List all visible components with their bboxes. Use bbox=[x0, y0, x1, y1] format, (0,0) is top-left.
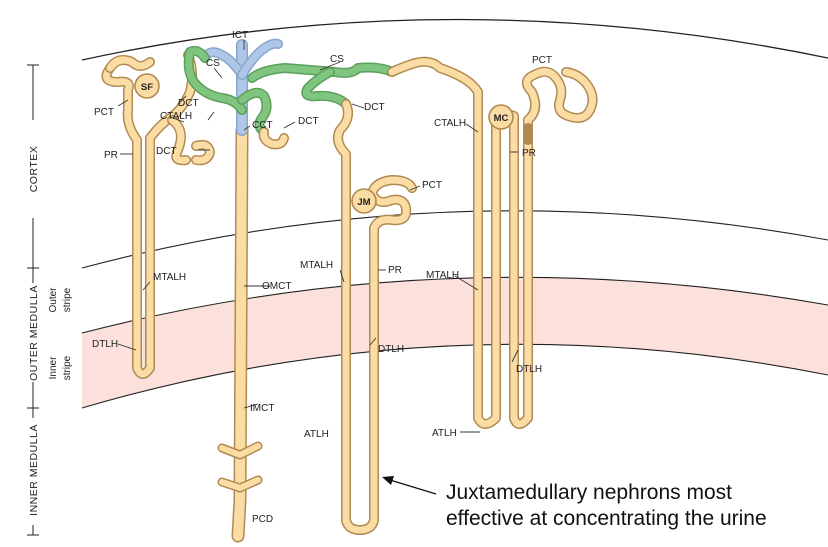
label-pct-right: PCT bbox=[532, 55, 552, 66]
zone-label-inner-stripe-1: Inner bbox=[48, 356, 59, 379]
label-dtlh-1: DTLH bbox=[92, 339, 118, 350]
label-pr-2: PR bbox=[522, 148, 536, 159]
connecting-segments bbox=[183, 45, 397, 137]
label-cs-left: CS bbox=[206, 58, 220, 69]
zone-scale bbox=[27, 64, 39, 536]
zone-label-outer-stripe-1: Outer bbox=[48, 287, 59, 313]
label-pct-jm: PCT bbox=[422, 180, 442, 191]
zone-label-outer-stripe-2: stripe bbox=[62, 287, 73, 312]
label-dct-2: DCT bbox=[156, 146, 177, 157]
zone-label-outer-medulla: OUTER MEDULLA bbox=[28, 285, 40, 381]
label-atlh-2: ATLH bbox=[432, 428, 457, 439]
label-cs-right: CS bbox=[330, 54, 344, 65]
tubule-group bbox=[101, 38, 598, 543]
glomerulus-jm: JM bbox=[351, 188, 377, 214]
collecting-duct bbox=[200, 38, 283, 543]
label-pcd: PCD bbox=[252, 514, 273, 525]
zone-label-inner-stripe-2: stripe bbox=[62, 355, 73, 380]
outer-inner-medulla-boundary bbox=[81, 343, 828, 409]
label-dct-3: DCT bbox=[298, 116, 319, 127]
label-dtlh-2: DTLH bbox=[378, 344, 404, 355]
nephron-juxtamedullary bbox=[333, 56, 501, 535]
nephron-cortical-middle bbox=[258, 127, 289, 150]
label-dct-4: DCT bbox=[364, 102, 385, 113]
glomerulus-sf: SF bbox=[134, 73, 160, 99]
label-mtalh-2: MTALH bbox=[300, 260, 333, 271]
inner-stripe-band bbox=[82, 277, 828, 408]
glomerulus-mc: MC bbox=[488, 104, 514, 130]
label-pct-left: PCT bbox=[94, 107, 114, 118]
label-atlh-1: ATLH bbox=[304, 429, 329, 440]
annotation-caption: Juxtamedullary nephrons most effective a… bbox=[446, 480, 826, 532]
label-ctalh-2: CTALH bbox=[434, 118, 466, 129]
glomerulus-label-mc: MC bbox=[494, 113, 509, 124]
leader-lines bbox=[117, 40, 519, 433]
kidney-capsule-line bbox=[81, 18, 828, 61]
label-pr-1: PR bbox=[104, 150, 118, 161]
nephron-superficial-left bbox=[101, 50, 215, 379]
label-mtalh-1: MTALH bbox=[153, 272, 186, 283]
cortex-medulla-boundary bbox=[81, 210, 828, 269]
label-pr-3: PR bbox=[388, 265, 402, 276]
caption-line-2: effective at concentrating the urine bbox=[446, 507, 767, 530]
outer-inner-stripe-boundary bbox=[81, 276, 828, 334]
glomerulus-label-sf: SF bbox=[141, 82, 153, 93]
glomerulus-label-jm: JM bbox=[357, 197, 370, 208]
nephron-cortical-right bbox=[491, 66, 598, 429]
label-dct-1: DCT bbox=[178, 98, 199, 109]
label-imct: IMCT bbox=[250, 403, 274, 414]
label-dtlh-3: DTLH bbox=[516, 364, 542, 375]
zone-label-cortex: CORTEX bbox=[28, 146, 40, 193]
caption-line-1: Juxtamedullary nephrons most bbox=[446, 481, 732, 504]
zone-label-inner-medulla: INNER MEDULLA bbox=[28, 424, 40, 516]
label-ict: ICT bbox=[232, 30, 248, 41]
label-mtalh-3: MTALH bbox=[426, 270, 459, 281]
label-omct: OMCT bbox=[262, 281, 291, 292]
annotation-arrow bbox=[382, 476, 437, 495]
label-ctalh-1: CTALH bbox=[160, 111, 192, 122]
label-cct: CCT bbox=[252, 120, 273, 131]
